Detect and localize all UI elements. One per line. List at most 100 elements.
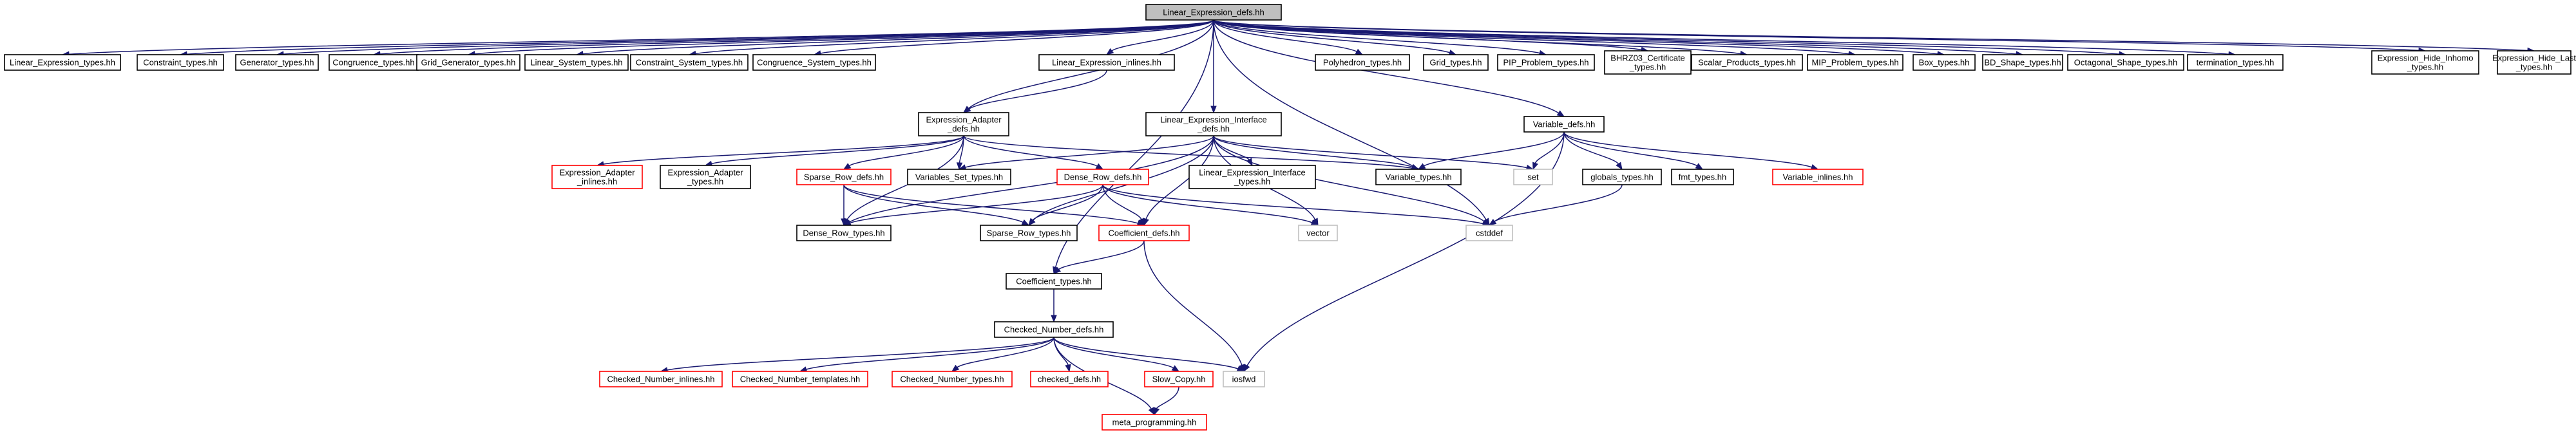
node-slow-copy[interactable]: Slow_Copy.hh [1144, 371, 1214, 387]
node-variable-types[interactable]: Variable_types.hh [1375, 169, 1462, 185]
node-polyhedron-types[interactable]: Polyhedron_types.hh [1315, 54, 1410, 71]
node-box [2067, 54, 2184, 71]
node-box [1423, 54, 1489, 71]
node-box [1807, 54, 1903, 71]
node-congruence-system-types[interactable]: Congruence_System_types.hh [752, 54, 876, 71]
node-label: cstddef [1476, 228, 1503, 238]
node-label: vector [1306, 228, 1330, 238]
node-constraint-system-types[interactable]: Constraint_System_types.hh [630, 54, 749, 71]
node-lei-types[interactable]: Linear_Expression_Interface_types.hh [1188, 165, 1316, 189]
node-label: _defs.hh [947, 124, 980, 134]
node-ehl-types[interactable]: Expression_Hide_Last_types.hh [2492, 50, 2576, 75]
node-grid-generator-types[interactable]: Grid_Generator_types.hh [416, 54, 520, 71]
node-label: Polyhedron_types.hh [1323, 58, 1402, 68]
edge-root-to-le-inlines [1105, 19, 1214, 55]
node-constraint-types[interactable]: Constraint_types.hh [137, 54, 224, 71]
node-box [892, 371, 1013, 387]
node-label: Linear_Expression_types.hh [10, 58, 115, 68]
edge-cn-defs-to-cn-types [951, 337, 1054, 372]
node-set[interactable]: set [1513, 169, 1553, 185]
node-cn-inlines[interactable]: Checked_Number_inlines.hh [599, 371, 723, 387]
node-cn-types[interactable]: Checked_Number_types.hh [892, 371, 1013, 387]
edge-root-to-variable-defs [1213, 19, 1565, 117]
node-ea-defs[interactable]: Expression_Adapter_defs.hh [918, 112, 1009, 136]
node-globals-types[interactable]: globals_types.hh [1582, 169, 1662, 185]
edge-variable-defs-to-fmt-types [1563, 131, 1704, 170]
node-sparse-row-defs[interactable]: Sparse_Row_defs.hh [796, 169, 892, 185]
node-lei-defs[interactable]: Linear_Expression_Interface_defs.hh [1145, 112, 1282, 136]
node-ea-types[interactable]: Expression_Adapter_types.hh [660, 165, 751, 189]
node-box [1056, 169, 1149, 185]
node-box [1582, 169, 1662, 185]
node-coefficient-types[interactable]: Coefficient_types.hh [1006, 273, 1102, 290]
node-box [1315, 54, 1410, 71]
node-label: Expression_Adapter [559, 168, 635, 178]
node-bd-shape-types[interactable]: BD_Shape_types.hh [1982, 54, 2063, 71]
node-box [235, 54, 319, 71]
node-dense-row-defs[interactable]: Dense_Row_defs.hh [1056, 169, 1149, 185]
node-box [1188, 165, 1316, 189]
edge-coefficient-defs-to-coefficient-types [1053, 240, 1145, 274]
node-iosfwd[interactable]: iosfwd [1223, 371, 1265, 387]
edge-lei-defs-to-dense-row-types [843, 135, 1214, 226]
edge-dense-row-defs-to-sparse-row-types [1028, 184, 1103, 227]
node-variable-defs[interactable]: Variable_defs.hh [1523, 116, 1605, 133]
node-box [1982, 54, 2063, 71]
node-box [732, 371, 868, 387]
edge-coefficient-defs-to-iosfwd [1143, 240, 1245, 373]
node-box [1497, 54, 1595, 71]
node-coefficient-defs[interactable]: Coefficient_defs.hh [1098, 225, 1190, 241]
node-label: fmt_types.hh [1679, 172, 1726, 182]
node-mip-problem-types[interactable]: MIP_Problem_types.hh [1807, 54, 1903, 71]
node-box [1030, 371, 1109, 387]
node-fmt-types[interactable]: fmt_types.hh [1671, 169, 1734, 185]
node-pip-problem-types[interactable]: PIP_Problem_types.hh [1497, 54, 1595, 71]
node-linear-system-types[interactable]: Linear_System_types.hh [524, 54, 629, 71]
edge-root-to-termination-types [1213, 19, 2237, 57]
node-octagonal-shape-types[interactable]: Octagonal_Shape_types.hh [2067, 54, 2184, 71]
node-vector[interactable]: vector [1298, 225, 1338, 241]
node-label: Linear_System_types.hh [530, 58, 622, 68]
node-sparse-row-types[interactable]: Sparse_Row_types.hh [980, 225, 1078, 241]
node-dense-row-types[interactable]: Dense_Row_types.hh [796, 225, 892, 241]
edge-cn-defs-to-slow-copy [1053, 337, 1180, 372]
node-bhrz03[interactable]: BHRZ03_Certificate_types.hh [1604, 50, 1692, 75]
node-variable-inlines[interactable]: Variable_inlines.hh [1772, 169, 1864, 185]
node-label: Scalar_Products_types.hh [1698, 58, 1796, 68]
node-label: Linear_Expression_inlines.hh [1052, 58, 1161, 68]
node-label: Congruence_types.hh [332, 58, 414, 68]
node-cn-defs[interactable]: Checked_Number_defs.hh [994, 321, 1114, 338]
node-congruence-types[interactable]: Congruence_types.hh [329, 54, 419, 71]
node-box [1913, 54, 1976, 71]
node-box [416, 54, 520, 71]
node-grid-types[interactable]: Grid_types.hh [1423, 54, 1489, 71]
node-box [524, 54, 629, 71]
node-box-types[interactable]: Box_types.hh [1913, 54, 1976, 71]
edge-dense-row-defs-to-vector [1102, 184, 1319, 226]
node-box [660, 165, 751, 189]
node-label: Box_types.hh [1919, 58, 1970, 68]
node-ehi-types[interactable]: Expression_Hide_Inhomo_types.hh [2371, 50, 2479, 75]
node-box [2497, 50, 2571, 75]
node-label: Octagonal_Shape_types.hh [2074, 58, 2177, 68]
node-root[interactable]: Linear_Expression_defs.hh [1145, 4, 1282, 21]
node-checked-defs[interactable]: checked_defs.hh [1030, 371, 1109, 387]
node-meta-programming[interactable]: meta_programming.hh [1102, 414, 1207, 431]
node-variables-set-types[interactable]: Variables_Set_types.hh [907, 169, 1011, 185]
node-le-inlines[interactable]: Linear_Expression_inlines.hh [1038, 54, 1175, 71]
node-scalar-products-types[interactable]: Scalar_Products_types.hh [1691, 54, 1803, 71]
node-box [1465, 225, 1513, 241]
node-box [1671, 169, 1734, 185]
edge-le-inlines-to-ea-defs [962, 70, 1107, 113]
node-generator-types[interactable]: Generator_types.hh [235, 54, 319, 71]
node-cn-templates[interactable]: Checked_Number_templates.hh [732, 371, 868, 387]
node-box [796, 169, 892, 185]
node-le-types[interactable]: Linear_Expression_types.hh [4, 54, 121, 71]
node-termination-types[interactable]: termination_types.hh [2187, 54, 2284, 71]
node-label: Expression_Adapter [926, 115, 1002, 125]
node-ea-inlines[interactable]: Expression_Adapter_inlines.hh [551, 165, 643, 189]
node-label: _types.hh [1629, 62, 1666, 72]
node-label: Sparse_Row_defs.hh [804, 172, 884, 182]
node-cstddef[interactable]: cstddef [1465, 225, 1513, 241]
